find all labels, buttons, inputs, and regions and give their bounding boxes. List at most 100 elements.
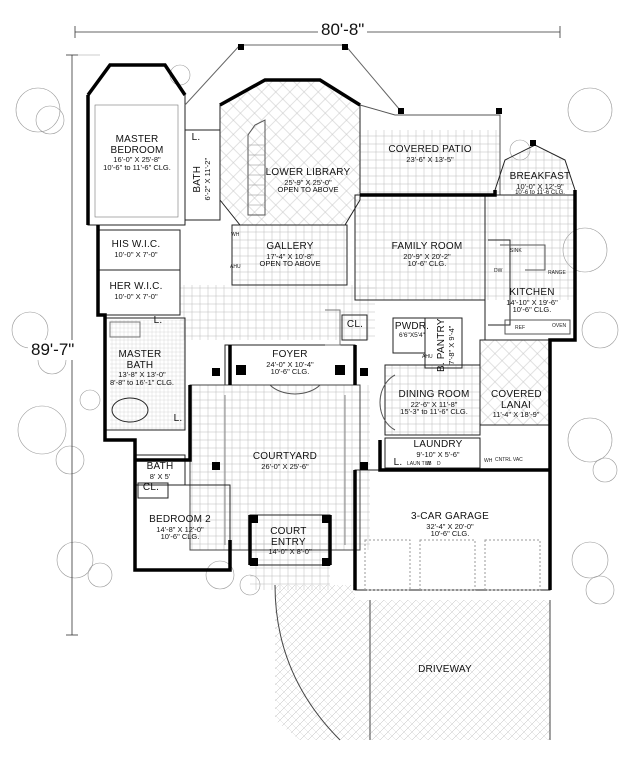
room-ceiling: 8'-8" to 16'-1" CLG. bbox=[109, 377, 175, 387]
room-name: LAUNDRY bbox=[413, 439, 463, 450]
room-bath-lower: BATH 8' X 5' bbox=[146, 461, 174, 481]
closet-tag: L. bbox=[174, 413, 183, 425]
ahu-tag: AHU bbox=[230, 264, 241, 270]
washer-tag: W bbox=[426, 461, 431, 467]
room-ceiling: 15'-3" to 11'-6" CLG. bbox=[400, 407, 468, 417]
room-name: HIS W.I.C. bbox=[111, 239, 161, 250]
driveway-edge bbox=[369, 600, 551, 740]
closet-tag: L. bbox=[191, 132, 201, 144]
room-family-room: FAMILY ROOM 20'-9" X 20'-2" 10'-6" CLG. bbox=[391, 241, 463, 269]
room-her-wic: HER W.I.C. 10'-0" X 7'-0" bbox=[109, 281, 163, 301]
room-ceiling: 10'-6" CLG. bbox=[430, 529, 470, 539]
room-dining-room: DINING ROOM 22'-6" X 11'-8" 15'-3" to 11… bbox=[398, 389, 470, 417]
room-size: 11'-4" X 18'-9" bbox=[492, 410, 540, 419]
exterior-walls bbox=[86, 63, 577, 590]
sink-tag: SINK bbox=[510, 248, 522, 254]
walkway-curve bbox=[274, 584, 341, 741]
room-name: BEDROOM 2 bbox=[149, 514, 211, 525]
room-size: 16'-0" X 25'-8" bbox=[113, 155, 161, 164]
room-size: 8' X 5' bbox=[149, 471, 171, 481]
room-size: 22'-6" X 11'-8" bbox=[410, 399, 458, 409]
room-foyer: FOYER 24'-0" X 10'-4" 10'-6" CLG. bbox=[266, 349, 314, 377]
room-breakfast: BREAKFAST 10'-0" X 12'-9" 10'-6 to 11'-6… bbox=[509, 171, 571, 197]
room-ceiling: 10'-6" CLG. bbox=[407, 259, 447, 269]
room-note: OPEN TO ABOVE bbox=[259, 259, 321, 269]
room-covered-lanai: COVERED LANAI 11'-4" X 18'-9" bbox=[491, 389, 542, 419]
room-size: 6'6"X5'4" bbox=[399, 331, 425, 339]
room-size: 6'-2" X 11'-2" bbox=[202, 157, 212, 201]
room-gallery: GALLERY 17'-4" X 10'-8" OPEN TO ABOVE bbox=[259, 241, 321, 269]
room-name: BREAKFAST bbox=[509, 171, 571, 182]
room-size: 10'-0" X 7'-0" bbox=[114, 249, 158, 259]
room-bedroom-2: BEDROOM 2 14'-8" X 12'-0" 10'-6" CLG. bbox=[149, 514, 211, 542]
room-covered-patio: COVERED PATIO 23'-6" X 13'-5" bbox=[388, 144, 472, 163]
room-ceiling: 10'-6" CLG. bbox=[160, 532, 200, 542]
tag-text: L. bbox=[153, 315, 163, 326]
room-size: 10'-0" X 12'-9" bbox=[516, 181, 564, 191]
room-note: OPEN TO ABOVE bbox=[277, 185, 339, 195]
room-name: COVERED LANAI bbox=[491, 389, 542, 411]
room-name: FOYER bbox=[272, 349, 308, 360]
room-size: 7'-8" X 9'-4" bbox=[446, 325, 456, 365]
room-pwdr: PWDR. 6'6"X5'4" bbox=[394, 321, 430, 339]
room-name: 3-CAR GARAGE bbox=[411, 511, 489, 522]
room-name: GALLERY bbox=[266, 241, 314, 252]
room-size: 26'-0" X 25'-6" bbox=[261, 461, 309, 471]
ref-tag: REF bbox=[515, 325, 525, 331]
tag-text: L. bbox=[393, 457, 403, 468]
room-master-bedroom: MASTER BEDROOM 16'-0" X 25'-8" 10'-6" to… bbox=[102, 134, 172, 172]
closet-tag: L. bbox=[153, 315, 163, 327]
columns bbox=[212, 44, 536, 566]
depth-dimension: 89'-7" bbox=[28, 340, 78, 360]
room-size: 10'-0" X 7'-0" bbox=[114, 291, 158, 301]
wh-tag: WH bbox=[231, 232, 240, 238]
room-size: 25'-9" X 25'-0" bbox=[284, 177, 332, 187]
room-name: HER W.I.C. bbox=[109, 281, 163, 292]
room-lower-library: LOWER LIBRARY 25'-9" X 25'-0" OPEN TO AB… bbox=[265, 167, 351, 195]
room-master-bath: MASTER BATH 13'-8" X 13'-0" 8'-8" to 16'… bbox=[109, 349, 175, 387]
room-his-wic: HIS W.I.C. 10'-0" X 7'-0" bbox=[111, 239, 161, 259]
oven-tag: OVEN bbox=[552, 323, 567, 329]
tag-text: CL. bbox=[142, 482, 160, 493]
room-name: LOWER LIBRARY bbox=[265, 167, 351, 178]
room-size: 14'-10" X 19'-6" bbox=[506, 297, 558, 307]
room-size: 14'-0" X 8'-0" bbox=[268, 547, 312, 556]
room-size: 13'-8" X 13'-0" bbox=[118, 370, 166, 379]
room-ceiling: 10'-6" CLG. bbox=[270, 367, 310, 377]
room-name: MASTER BATH bbox=[118, 349, 162, 371]
room-name: BATH bbox=[146, 461, 174, 472]
room-name: PWDR. bbox=[394, 321, 430, 332]
room-b-pantry: B. PANTRY 7'-8" X 9'-4" bbox=[435, 318, 456, 373]
room-bath-upper: BATH 6'-2" X 11'-2" bbox=[191, 157, 212, 201]
range-tag: RANGE bbox=[548, 270, 566, 276]
closet-tag: CL. bbox=[346, 319, 364, 331]
room-courtyard: COURTYARD 26'-0" X 25'-6" bbox=[252, 451, 318, 471]
room-name: COURTYARD bbox=[252, 451, 318, 462]
room-ceiling: 10'-6" to 11'-6" CLG. bbox=[103, 162, 171, 172]
room-kitchen: KITCHEN 14'-10" X 19'-6" 10'-6" CLG. bbox=[506, 287, 558, 315]
wh-tag: WH bbox=[484, 458, 493, 464]
tag-text: CL. bbox=[346, 319, 364, 330]
room-name: DRIVEWAY bbox=[418, 664, 472, 675]
dw-tag: DW bbox=[494, 268, 503, 274]
room-name: FAMILY ROOM bbox=[391, 241, 463, 252]
room-size: 17'-4" X 10'-8" bbox=[266, 251, 314, 261]
room-name: DINING ROOM bbox=[398, 389, 470, 400]
room-size: 32'-4" X 20'-0" bbox=[426, 521, 474, 531]
closet-tag: L. bbox=[393, 457, 403, 469]
room-name: B. PANTRY bbox=[435, 318, 447, 373]
tag-text: L. bbox=[191, 132, 201, 143]
central-vac-tag: CNTRL VAC bbox=[495, 457, 523, 463]
room-size: 24'-0" X 10'-4" bbox=[266, 359, 314, 369]
room-garage: 3-CAR GARAGE 32'-4" X 20'-0" 10'-6" CLG. bbox=[411, 511, 489, 539]
room-court-entry: COURT ENTRY 14'-0" X 8'-0" bbox=[268, 526, 312, 556]
room-name: COURT ENTRY bbox=[270, 526, 307, 548]
closet-tag: CL. bbox=[142, 482, 160, 494]
room-ceiling: 10'-6" CLG. bbox=[512, 305, 552, 315]
room-name: BATH bbox=[191, 165, 203, 193]
room-driveway: DRIVEWAY bbox=[418, 664, 472, 676]
room-name: MASTER BEDROOM bbox=[110, 134, 164, 156]
room-name: COVERED PATIO bbox=[388, 144, 472, 155]
room-laundry: LAUNDRY 9'-10" X 5'-6" bbox=[413, 439, 463, 458]
